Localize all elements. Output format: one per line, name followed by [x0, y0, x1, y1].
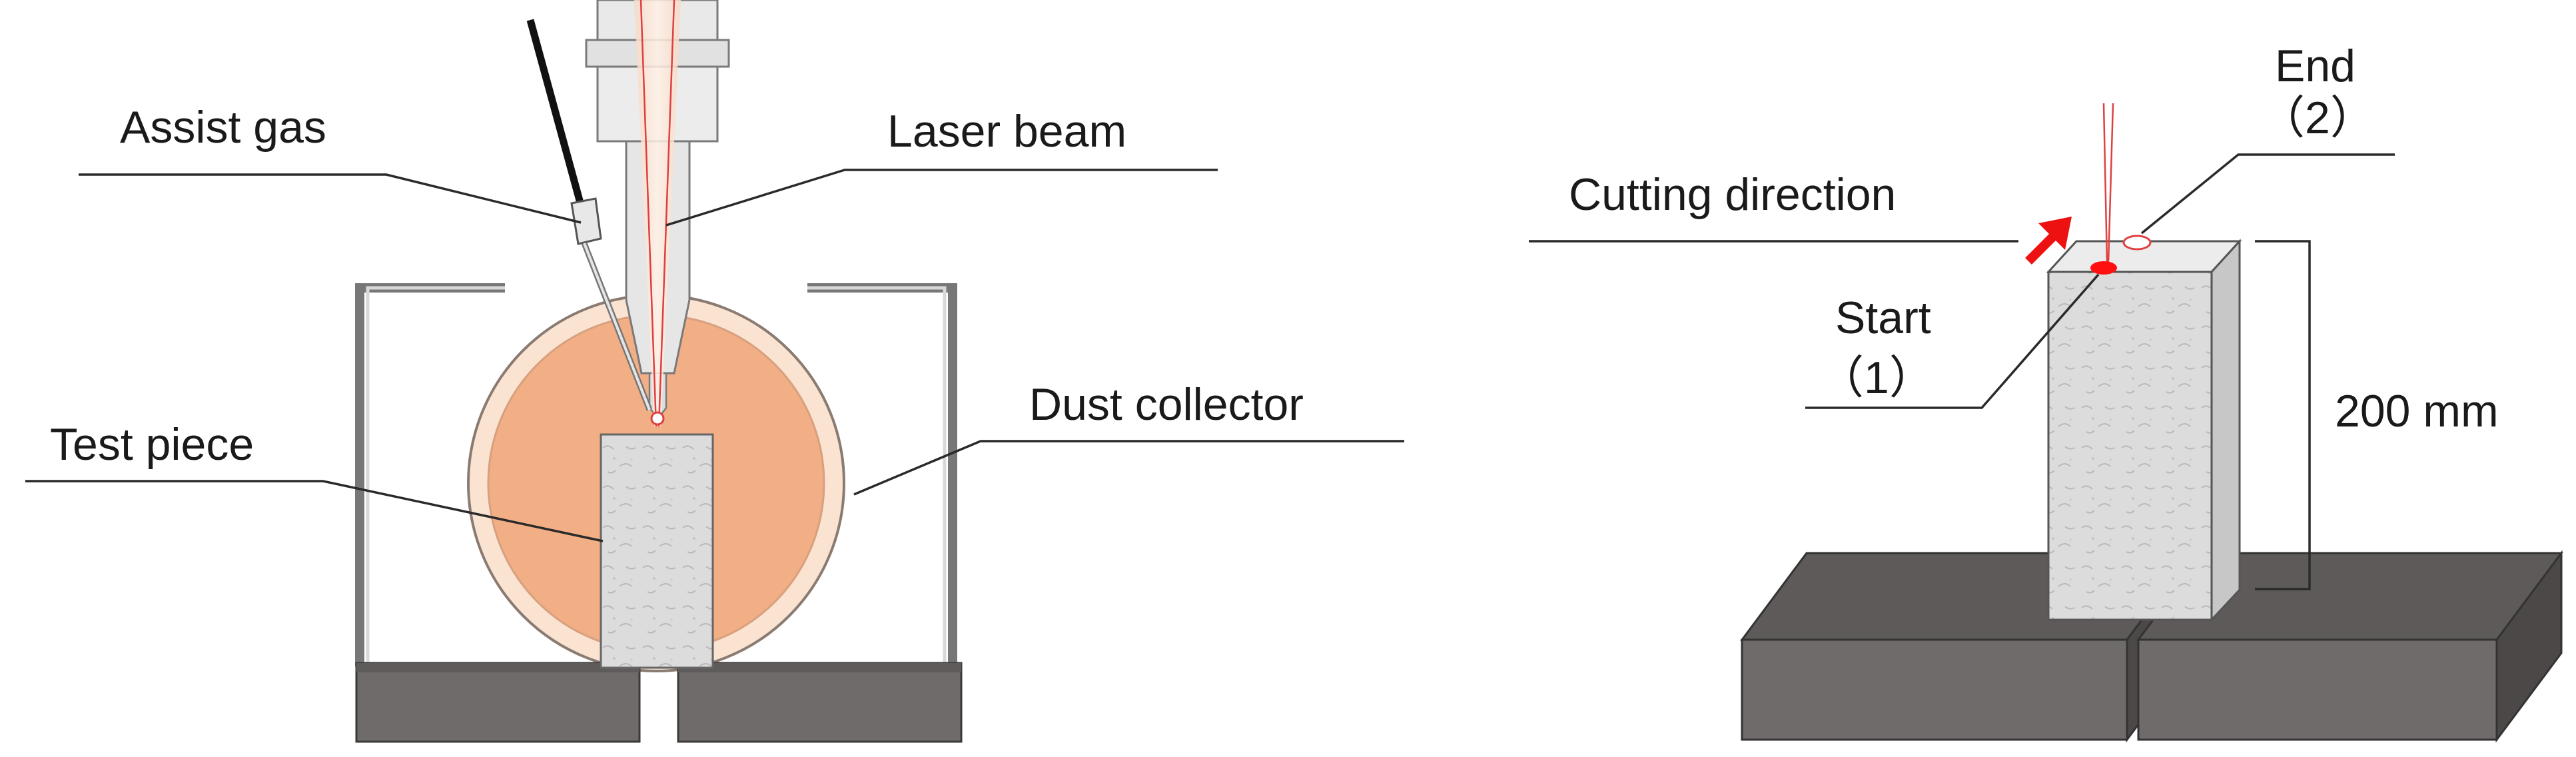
- test-piece-label: Test piece: [50, 419, 254, 470]
- right-panel: Cutting direction End （2） Start （1） 200 …: [1529, 41, 2563, 743]
- dust-collector-label: Dust collector: [1029, 379, 1304, 430]
- laser-beam-label: Laser beam: [887, 106, 1126, 157]
- dust-collector-leader: [853, 440, 1404, 496]
- assist-gas-nozzle: [526, 19, 653, 411]
- start-marker: [2090, 261, 2117, 275]
- end-leader: [2140, 153, 2395, 235]
- laser-beam: [634, 0, 681, 427]
- test-piece: [600, 433, 714, 669]
- height-dimension-bracket: [2255, 240, 2311, 590]
- laser-beam-leader: [665, 169, 1218, 227]
- dust-collector-frame: [355, 283, 957, 666]
- start-index-label: （1）: [1819, 353, 1934, 403]
- cutting-direction-arrow: [2025, 217, 2072, 265]
- right-laser-beam: [2102, 103, 2114, 264]
- test-piece-leader: [25, 480, 604, 542]
- base-support: [355, 662, 963, 743]
- assist-gas-label: Assist gas: [120, 102, 326, 153]
- end-marker: [2122, 235, 2152, 251]
- assist-gas-leader: [79, 173, 582, 224]
- end-index-label: （2）: [2260, 93, 2375, 143]
- end-label: End: [2275, 41, 2356, 91]
- height-dimension-label: 200 mm: [2335, 386, 2499, 436]
- start-label: Start: [1835, 293, 1931, 343]
- left-panel: Assist gas Laser beam Dust collector Tes…: [25, 0, 1404, 743]
- start-leader: [1805, 273, 2100, 409]
- cutting-direction-label: Cutting direction: [1569, 169, 1896, 220]
